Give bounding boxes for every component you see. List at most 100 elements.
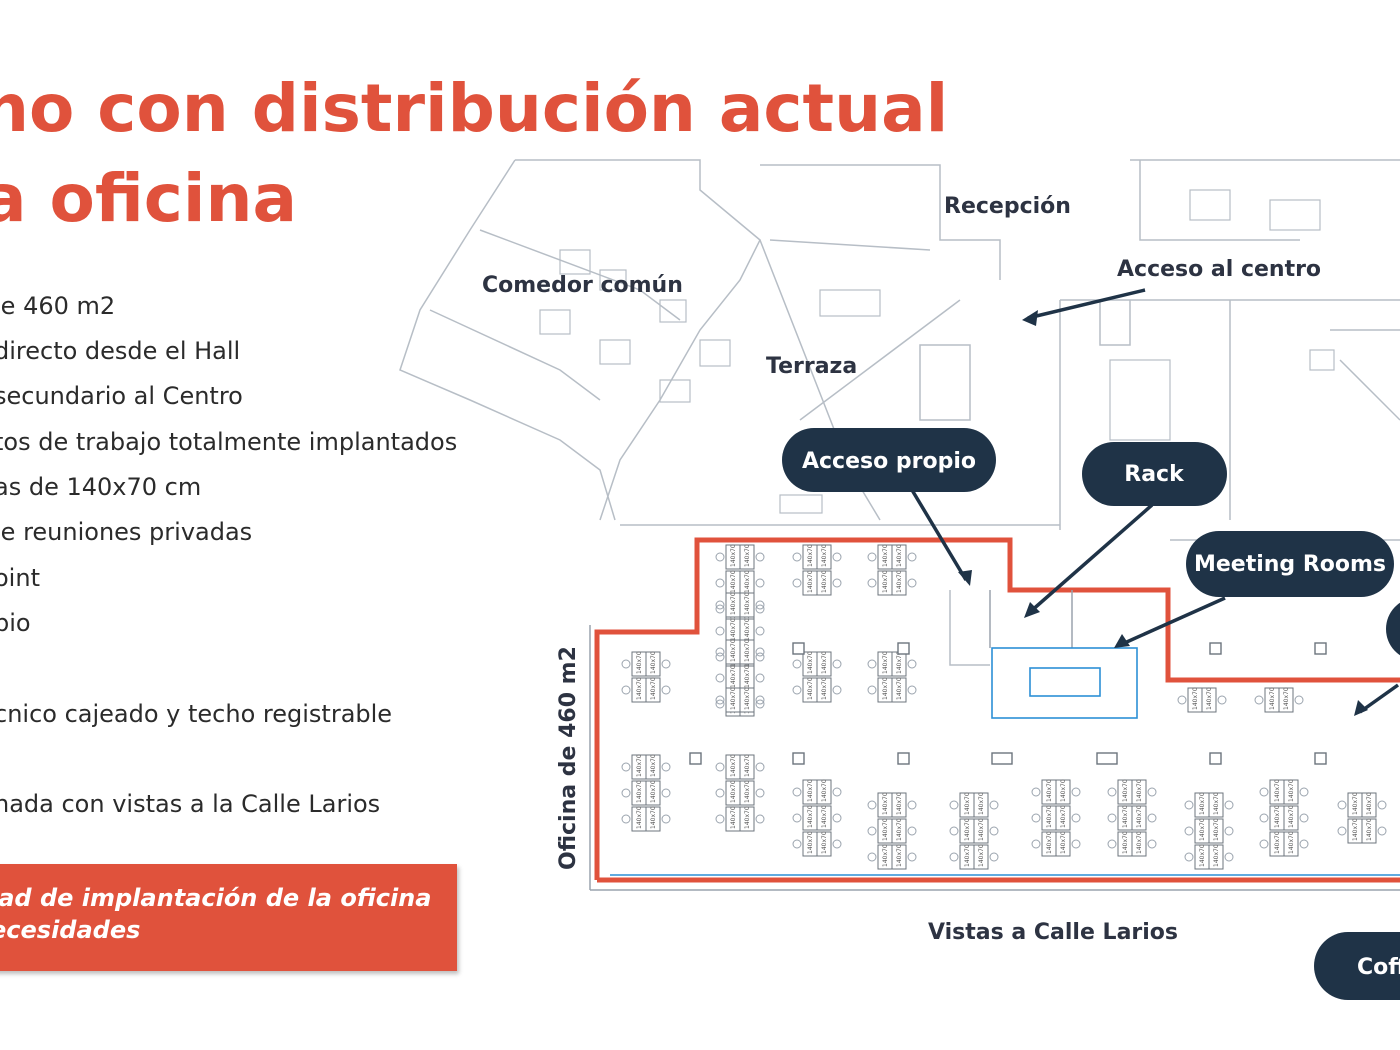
office-perimeter (594, 537, 1400, 883)
desk (1201, 687, 1217, 713)
desk (816, 831, 832, 857)
callout-coffee: Coff (1314, 932, 1400, 1000)
chair (1147, 839, 1157, 849)
desk-size-label: 140x70 (882, 818, 889, 841)
chair (907, 800, 917, 810)
desk-size-label: 140x70 (964, 818, 971, 841)
chair (621, 685, 631, 695)
chair (792, 659, 802, 669)
feature-item-secondary-access: secundario al Centro (0, 382, 243, 410)
desk (891, 570, 907, 596)
desk-size-label: 140x70 (821, 677, 828, 700)
desk-size-label: 140x70 (636, 754, 643, 777)
chair (755, 695, 765, 705)
desk (891, 844, 907, 870)
chair (755, 762, 765, 772)
desk-size-label: 140x70 (1060, 831, 1067, 854)
desk (1131, 779, 1147, 805)
desk (1361, 792, 1377, 818)
chair (755, 552, 765, 562)
chair (661, 788, 671, 798)
chair (755, 600, 765, 610)
desk (816, 779, 832, 805)
chair (867, 852, 877, 862)
chair (832, 787, 842, 797)
desk (1278, 687, 1294, 713)
desk-size-label: 140x70 (636, 651, 643, 674)
feature-item-workstations: tos de trabajo totalmente implantados (0, 428, 458, 456)
desk-size-label: 140x70 (896, 570, 903, 593)
chair (755, 604, 765, 614)
chair (715, 578, 725, 588)
desk-size-label: 140x70 (1199, 844, 1206, 867)
chair (1147, 813, 1157, 823)
desk (645, 806, 661, 832)
chair (832, 659, 842, 669)
desk (973, 818, 989, 844)
chair (715, 626, 725, 636)
chair (867, 800, 877, 810)
implantation-banner: lad de implantación de la oficina ecesid… (0, 864, 457, 971)
callout-arrows (910, 288, 1400, 714)
desk-size-label: 140x70 (1060, 779, 1067, 802)
chair (1071, 813, 1081, 823)
desk-size-label: 140x70 (744, 687, 751, 710)
desk-size-label: 140x70 (744, 570, 751, 593)
chair (1177, 695, 1187, 705)
banner-line-1: lad de implantación de la oficina (0, 884, 432, 912)
desk-size-label: 140x70 (882, 544, 889, 567)
desk (1208, 792, 1224, 818)
feature-item-desk-size: as de 140x70 cm (0, 473, 202, 501)
desk-size-label: 140x70 (1288, 831, 1295, 854)
desk-size-label: 140x70 (807, 779, 814, 802)
desk-size-label: 140x70 (1060, 805, 1067, 828)
chair (989, 826, 999, 836)
chair (1337, 800, 1347, 810)
chair (715, 552, 725, 562)
chair (715, 814, 725, 824)
chair (907, 852, 917, 862)
desk-size-label: 140x70 (636, 677, 643, 700)
desk-size-label: 140x70 (896, 818, 903, 841)
chair (661, 762, 671, 772)
desk (739, 544, 755, 570)
chair (832, 685, 842, 695)
desk-size-label: 140x70 (730, 592, 737, 615)
desk-size-label: 140x70 (730, 544, 737, 567)
chair (867, 578, 877, 588)
chair (1107, 813, 1117, 823)
desk-size-label: 140x70 (730, 754, 737, 777)
desk-size-label: 140x70 (807, 677, 814, 700)
chair (867, 826, 877, 836)
chair (1184, 826, 1194, 836)
desk-size-label: 140x70 (807, 570, 814, 593)
desk (739, 754, 755, 780)
feature-item-own: pio (0, 609, 31, 637)
chair (907, 659, 917, 669)
chair (1107, 787, 1117, 797)
desk-size-label: 140x70 (744, 618, 751, 641)
desk-size-label: 140x70 (636, 780, 643, 803)
desk (816, 651, 832, 677)
desk-size-label: 140x70 (807, 831, 814, 854)
desk-size-label: 140x70 (744, 592, 751, 615)
desk (1283, 805, 1299, 831)
desk-size-label: 140x70 (1288, 805, 1295, 828)
chair (1337, 826, 1347, 836)
chair (715, 699, 725, 709)
desk-size-label: 140x70 (730, 570, 737, 593)
plan-context-lines (399, 159, 1400, 666)
feature-item-meeting-rooms: le reuniones privadas (0, 518, 253, 546)
desk-size-label: 140x70 (896, 844, 903, 867)
chair (792, 813, 802, 823)
chair (949, 852, 959, 862)
desk (1283, 779, 1299, 805)
chair (715, 600, 725, 610)
desk (739, 780, 755, 806)
label-oficina-area: Oficina de 460 m2 (556, 646, 581, 870)
desk (1361, 818, 1377, 844)
desk (1208, 844, 1224, 870)
desk-size-label: 140x70 (1046, 805, 1053, 828)
chair (755, 673, 765, 683)
